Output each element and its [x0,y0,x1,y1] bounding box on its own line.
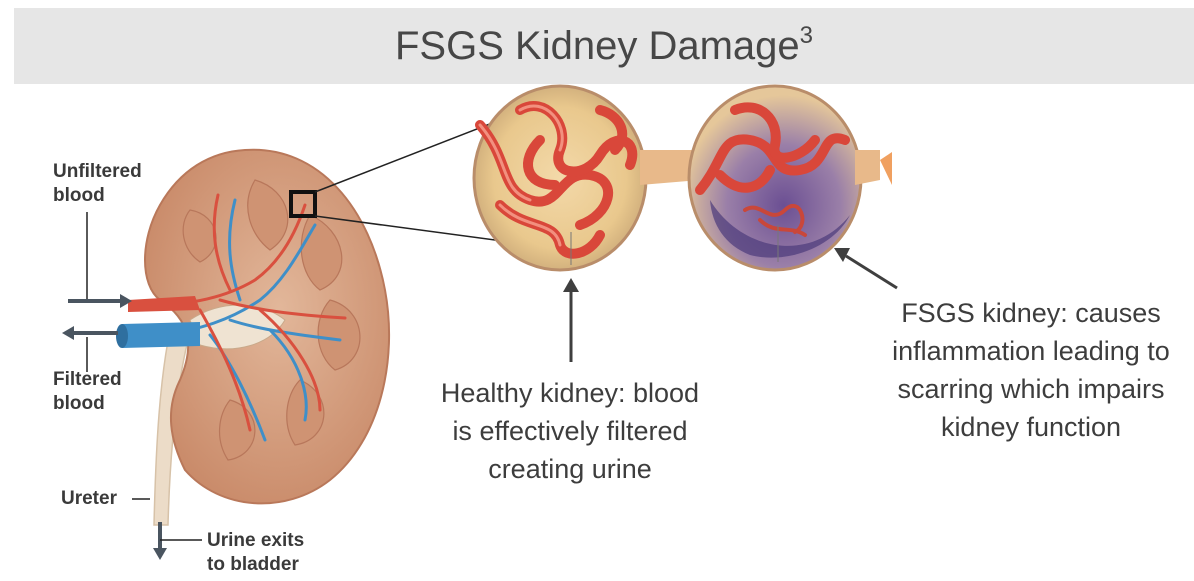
zoom-line-top [315,120,500,192]
healthy-caption: Healthy kidney: blood is effectively fil… [400,374,740,488]
urine-arrowhead [153,548,167,560]
filtered-blood-line2: blood [53,392,122,416]
healthy-glomerulus [474,86,718,270]
fsgs-caption-line3: scarring which impairs [866,370,1194,408]
renal-artery [128,296,200,312]
fsgs-caption-line4: kidney function [866,408,1194,446]
unfiltered-blood-label: Unfiltered blood [53,160,142,208]
filtered-blood-label: Filtered blood [53,368,122,416]
healthy-arrowhead [563,278,579,292]
unfiltered-blood-line1: Unfiltered [53,160,142,184]
unfiltered-blood-line2: blood [53,184,142,208]
healthy-caption-line1: Healthy kidney: blood [400,374,740,412]
renal-vein [122,322,200,348]
healthy-caption-line2: is effectively filtered [400,412,740,450]
fsgs-caption: FSGS kidney: causes inflammation leading… [866,294,1194,446]
healthy-caption-line3: creating urine [400,450,740,488]
ureter-label: Ureter [61,487,117,511]
urine-exits-label: Urine exits to bladder [207,529,304,577]
blood-arrows [62,212,132,372]
fsgs-arrow-shaft [846,256,897,288]
fsgs-arrowhead [834,248,850,262]
urine-exits-line2: to bladder [207,553,304,577]
urine-exits-line1: Urine exits [207,529,304,553]
fsgs-caption-line1: FSGS kidney: causes [866,294,1194,332]
filtered-blood-line1: Filtered [53,368,122,392]
fsgs-caption-line2: inflammation leading to [866,332,1194,370]
renal-vein-opening [116,324,128,348]
fsgs-glomerulus [689,86,892,270]
